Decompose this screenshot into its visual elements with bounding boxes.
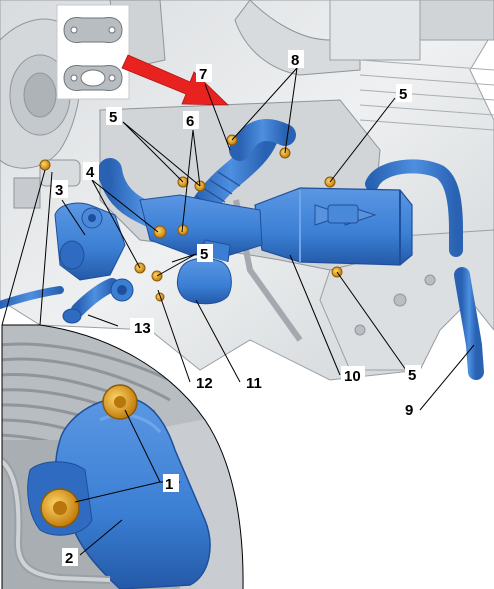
red-arrow-icon (121, 54, 230, 106)
gasket-inset (56, 4, 130, 100)
callout-5-top-right: 5 (399, 86, 407, 103)
callout-5-lower-right: 5 (408, 367, 416, 384)
callout-9: 9 (405, 402, 413, 419)
callout-7: 7 (199, 66, 207, 83)
callout-labels: 1 2 3 4 5 5 5 5 6 7 8 9 10 11 12 13 (52, 50, 421, 567)
callout-3: 3 (55, 182, 63, 199)
bolt (40, 488, 80, 528)
callout-12: 12 (196, 375, 213, 392)
pipe-13 (71, 278, 119, 317)
callout-13: 13 (134, 320, 151, 337)
egr-pipe-4 (98, 158, 187, 240)
callout-4: 4 (86, 164, 95, 181)
callout-10: 10 (344, 368, 361, 385)
coolant-hose-9 (365, 159, 463, 257)
callout-2: 2 (65, 550, 73, 567)
callout-5-top-left: 5 (109, 109, 117, 126)
actuator-11 (176, 257, 232, 305)
callout-1: 1 (165, 476, 173, 493)
callout-5-middle: 5 (200, 246, 208, 263)
egr-cooler-10 (254, 187, 413, 266)
bolt (39, 159, 51, 171)
callout-8: 8 (291, 52, 299, 69)
callout-11: 11 (246, 375, 262, 392)
bolt (153, 225, 167, 239)
bolt (102, 384, 138, 420)
callout-6: 6 (186, 113, 194, 130)
leader-lines (61, 67, 475, 556)
egr-components (0, 119, 484, 380)
